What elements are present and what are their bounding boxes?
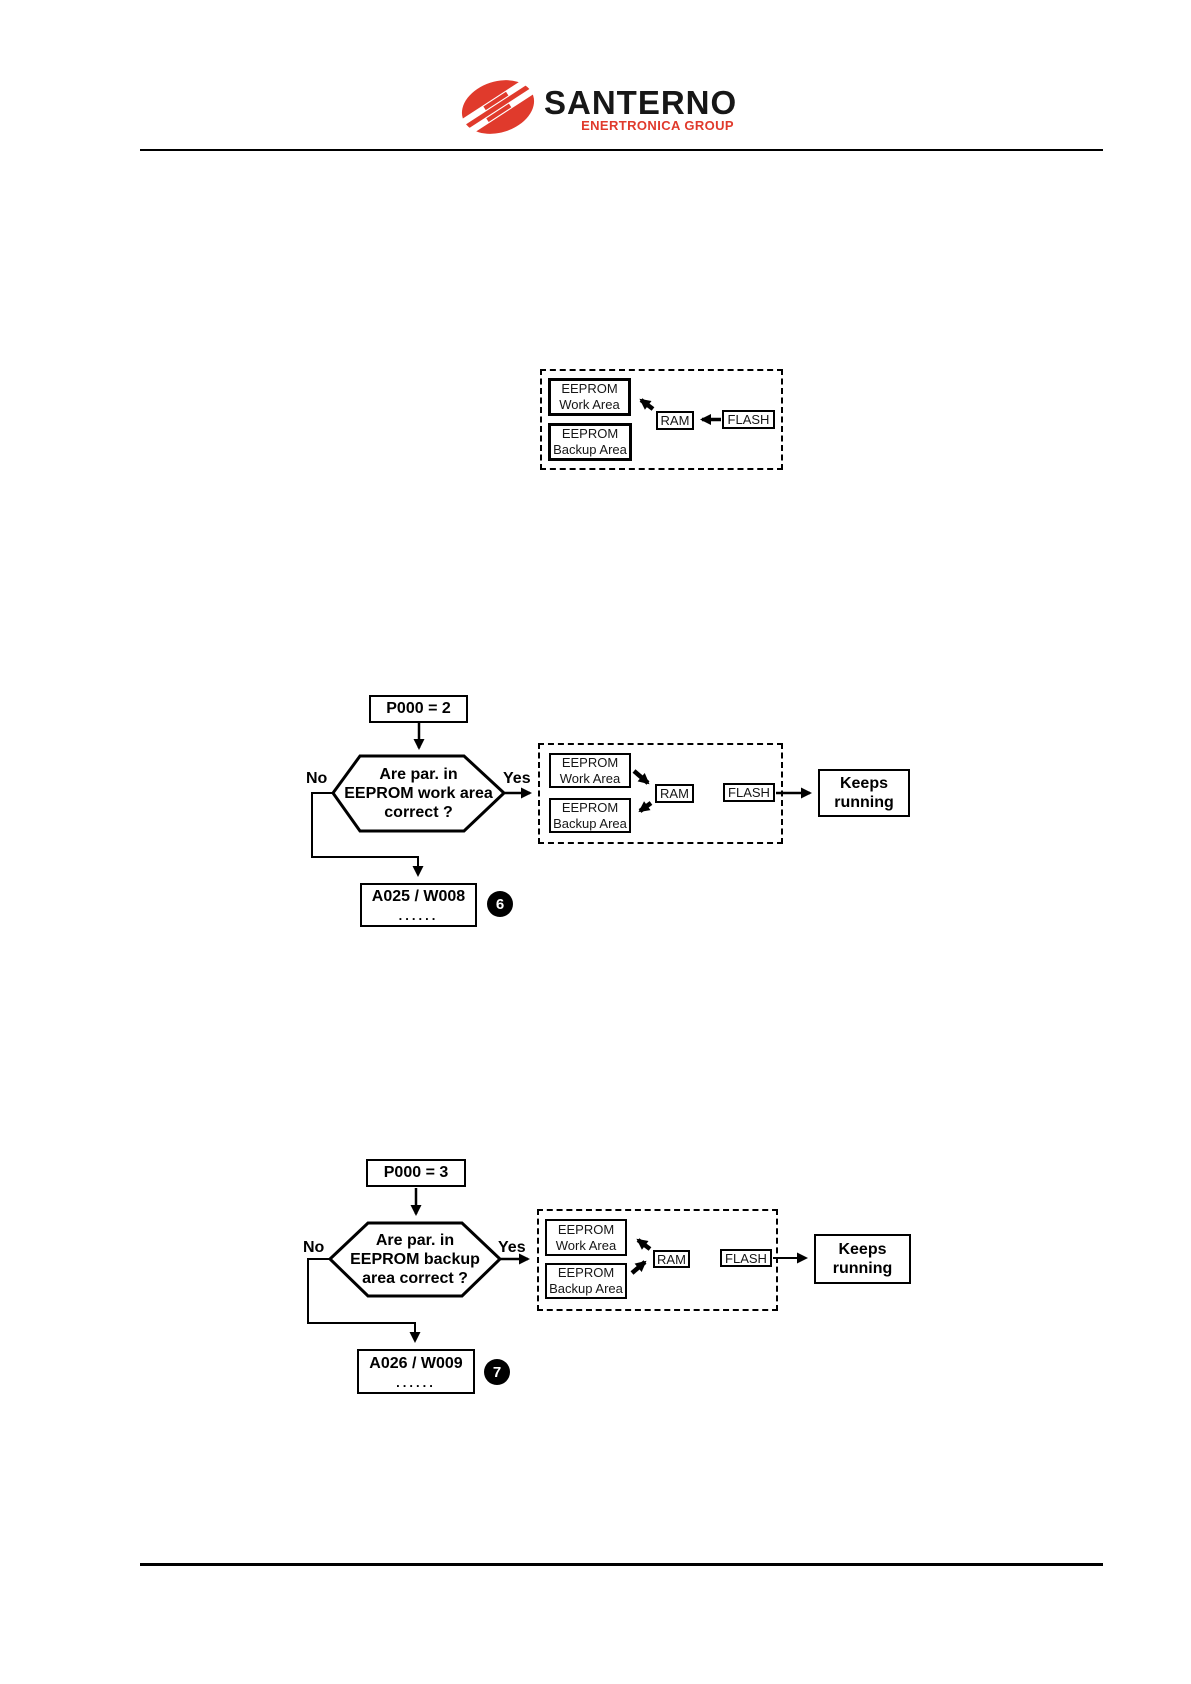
footer-rule	[140, 1563, 1103, 1566]
ram-box-3: RAM	[653, 1250, 690, 1268]
flash-box-3: FLASH	[720, 1249, 772, 1267]
flash-box-2: FLASH	[723, 783, 775, 802]
footnote-badge-6: 6	[487, 891, 513, 917]
no-label-3: No	[303, 1239, 325, 1256]
eeprom-backup-area-box-3: EEPROM Backup Area	[545, 1263, 627, 1299]
eeprom-work-area-box-1: EEPROM Work Area	[548, 378, 631, 416]
alarm-code-box-3: A026 / W009 ......	[357, 1349, 475, 1394]
ram-box-1: RAM	[656, 411, 694, 430]
eeprom-work-area-box-3: EEPROM Work Area	[545, 1219, 627, 1256]
no-label-2: No	[306, 770, 328, 787]
eeprom-backup-area-box-2: EEPROM Backup Area	[549, 798, 631, 833]
alarm-dots-2: ......	[398, 908, 439, 923]
brand-subtitle: ENERTRONICA GROUP	[581, 118, 734, 133]
flash-box-1: FLASH	[722, 410, 775, 429]
start-box-p000-2: P000 = 2	[369, 695, 468, 723]
footnote-badge-7: 7	[484, 1359, 510, 1385]
alarm-dots-3: ......	[396, 1374, 436, 1390]
header-rule	[140, 149, 1103, 151]
start-box-p000-3: P000 = 3	[366, 1159, 466, 1187]
brand-name: SANTERNO	[544, 84, 738, 121]
ram-box-2: RAM	[655, 784, 694, 803]
eeprom-work-area-box-2: EEPROM Work Area	[549, 753, 631, 788]
memory-map-frame-3	[537, 1209, 778, 1311]
memory-map-frame-1	[540, 369, 783, 470]
yes-label-3: Yes	[498, 1239, 526, 1256]
alarm-codes-3: A026 / W009	[369, 1354, 463, 1372]
eeprom-backup-area-box-1: EEPROM Backup Area	[548, 423, 632, 461]
decision-text-2: Are par. in EEPROM work area correct ?	[344, 766, 493, 821]
decision-text-3: Are par. in EEPROM backup area correct ?	[350, 1232, 480, 1287]
alarm-codes-2: A025 / W008	[371, 888, 466, 905]
keeps-running-box-3: Keeps running	[814, 1234, 911, 1284]
alarm-code-box-2: A025 / W008 ......	[360, 883, 477, 927]
keeps-running-box-2: Keeps running	[818, 769, 910, 817]
santerno-logo-icon	[459, 76, 537, 138]
memory-map-frame-2	[538, 743, 783, 844]
yes-label-2: Yes	[503, 770, 531, 787]
